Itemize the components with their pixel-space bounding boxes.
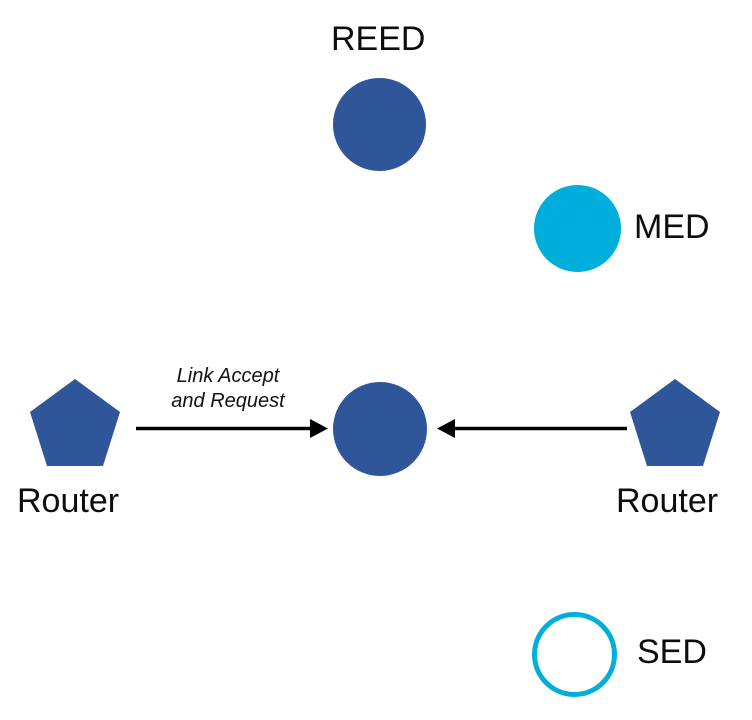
node-sed[interactable] [532, 612, 617, 697]
node-label-reed: REED [331, 20, 426, 58]
node-med[interactable] [534, 185, 621, 272]
node-router-left[interactable] [29, 378, 121, 468]
edge-right-arrow [437, 419, 627, 438]
node-label-sed: SED [637, 633, 707, 671]
node-center-router[interactable] [333, 382, 427, 476]
edge-left-label-line1: Link Accept [176, 365, 280, 387]
edge-left-label-line2: and Request [171, 390, 285, 412]
node-reed[interactable] [333, 78, 426, 171]
edge-left-label: Link Accept and Request [148, 364, 308, 414]
node-label-router-right: Router [616, 482, 719, 520]
node-label-router-left: Router [17, 482, 120, 520]
edge-left-arrow [136, 419, 328, 438]
node-label-med: MED [634, 208, 710, 246]
node-router-right[interactable] [629, 378, 721, 468]
